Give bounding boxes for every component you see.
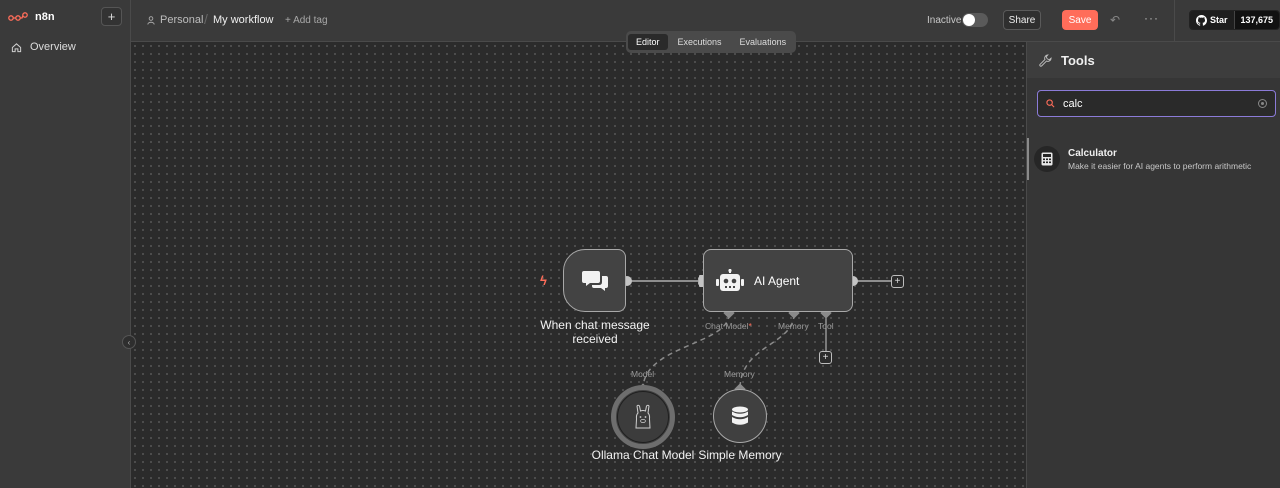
result-description: Make it easier for AI agents to perform … [1068, 160, 1252, 171]
panel-header: Tools [1027, 42, 1280, 78]
collapse-sidebar-button[interactable]: ‹ [122, 335, 136, 349]
github-star-label: Star [1210, 15, 1228, 25]
left-sidebar: n8n + Overview [0, 0, 131, 488]
github-star-widget[interactable]: Star 137,675 [1189, 10, 1280, 30]
llama-icon [635, 404, 651, 429]
memory-input-label: Memory [724, 369, 755, 379]
activate-toggle[interactable] [962, 13, 988, 27]
wrench-icon [1039, 53, 1052, 67]
github-star-count: 137,675 [1234, 11, 1280, 29]
add-tag-link[interactable]: + Add tag [285, 15, 328, 26]
more-options-button[interactable]: ··· [1144, 11, 1159, 25]
add-button[interactable]: + [101, 7, 122, 26]
memory-port-label: Memory [778, 321, 809, 331]
model-input-label: Model [631, 369, 655, 379]
home-icon [11, 42, 22, 52]
result-item-calculator[interactable]: Calculator Make it easier for AI agents … [1027, 138, 1280, 180]
result-text: Calculator Make it easier for AI agents … [1068, 148, 1251, 171]
github-icon [1196, 14, 1207, 26]
panel-title: Tools [1061, 52, 1095, 68]
node-creator-panel: Tools [1026, 42, 1280, 488]
workflow-name[interactable]: My workflow [213, 14, 274, 26]
chat-bubbles-icon [581, 270, 608, 291]
breadcrumb-project[interactable]: Personal [147, 14, 203, 26]
ai-agent-node[interactable]: AI Agent [703, 249, 853, 312]
brand-name: n8n [35, 11, 55, 23]
database-icon [732, 406, 748, 425]
sidebar-item-label: Overview [30, 41, 76, 53]
chat-trigger-node[interactable] [563, 249, 626, 312]
robot-icon [716, 268, 744, 291]
add-tool-button[interactable]: + [819, 351, 832, 364]
breadcrumb-separator: / [204, 11, 208, 27]
save-button[interactable]: Save [1062, 10, 1098, 30]
chat-model-port-text: Chat Model [705, 321, 749, 331]
result-title: Calculator [1068, 147, 1117, 159]
ollama-node-label: Ollama Chat Model [591, 448, 695, 462]
header-divider [1174, 0, 1175, 42]
status-label: Inactive [927, 15, 962, 26]
add-output-node-button[interactable]: + [891, 275, 904, 288]
ollama-chat-model-node[interactable] [611, 385, 675, 449]
chat-model-port-label: Chat Model* [705, 321, 752, 331]
n8n-logo-icon [8, 12, 28, 21]
project-name: Personal [160, 14, 204, 26]
result-icon-wrap [1034, 146, 1060, 172]
node-search[interactable] [1037, 90, 1276, 117]
chevron-left-icon: ‹ [127, 337, 131, 347]
tab-executions[interactable]: Executions [677, 37, 722, 47]
tab-editor[interactable]: Editor [628, 34, 668, 50]
trigger-bolt-icon: ϟ [540, 273, 547, 288]
calculator-icon [1041, 152, 1053, 166]
user-icon [147, 15, 155, 25]
ollama-node-inner [617, 391, 669, 443]
n8n-logo[interactable]: n8n [8, 11, 55, 23]
history-icon[interactable]: ↶ [1110, 13, 1121, 27]
memory-node-label: Simple Memory [698, 448, 782, 462]
search-icon [1046, 99, 1055, 108]
simple-memory-node[interactable] [713, 389, 767, 443]
github-star-button[interactable]: Star [1190, 11, 1235, 29]
view-tabs: Editor Executions Evaluations [626, 31, 797, 53]
tool-port-label: Tool [818, 321, 834, 331]
sidebar-item-overview[interactable]: Overview [11, 41, 76, 53]
search-input[interactable] [1063, 97, 1243, 110]
share-button[interactable]: Share [1003, 10, 1041, 30]
required-marker: * [748, 321, 752, 331]
tab-evaluations[interactable]: Evaluations [739, 37, 787, 47]
agent-title: AI Agent [754, 273, 800, 288]
clear-search-icon[interactable] [1258, 99, 1267, 108]
chat-trigger-label: When chat message received [540, 318, 650, 346]
